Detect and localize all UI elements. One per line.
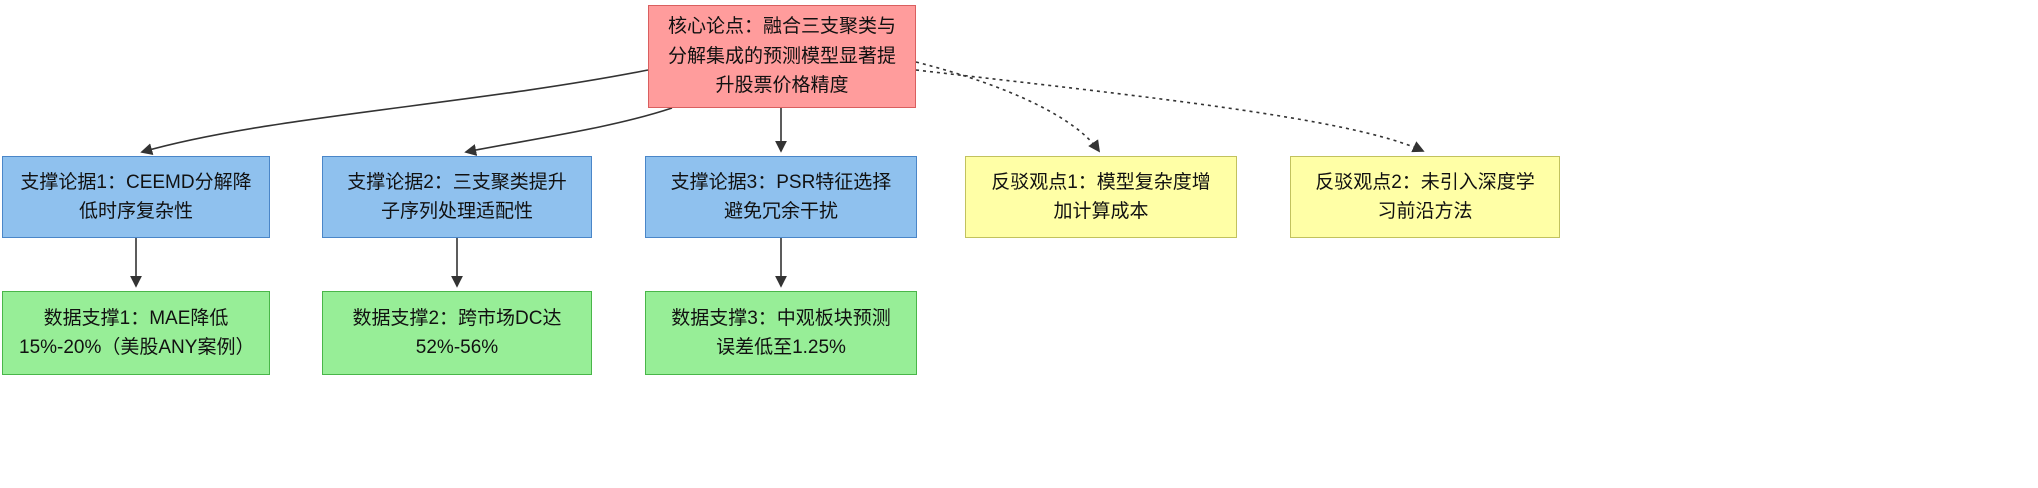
evidence-node-1: 数据支撑1：MAE降低15%-20%（美股ANY案例） [2, 291, 270, 375]
rebuttal-node-1: 反驳观点1：模型复杂度增加计算成本 [965, 156, 1237, 238]
evidence-label-1: 数据支撑1：MAE降低15%-20%（美股ANY案例） [19, 307, 255, 358]
rebuttal-label-1: 反驳观点1：模型复杂度增加计算成本 [991, 171, 1211, 222]
support-node-3: 支撑论据3：PSR特征选择避免冗余干扰 [645, 156, 917, 238]
edge-core-to-support-1 [140, 69, 649, 155]
evidence-node-3: 数据支撑3：中观板块预测误差低至1.25% [645, 291, 917, 375]
core-claim-label: 核心论点：融合三支聚类与分解集成的预测模型显著提升股票价格精度 [667, 16, 896, 97]
support-label-3: 支撑论据3：PSR特征选择避免冗余干扰 [670, 171, 892, 222]
rebuttal-label-2: 反驳观点2：未引入深度学习前沿方法 [1315, 171, 1535, 222]
support-node-2: 支撑论据2：三支聚类提升子序列处理适配性 [322, 156, 592, 238]
rebuttal-node-2: 反驳观点2：未引入深度学习前沿方法 [1290, 156, 1560, 238]
support-label-2: 支撑论据2：三支聚类提升子序列处理适配性 [347, 171, 567, 222]
edge-core-to-rebuttal-1 [915, 61, 1101, 153]
evidence-node-2: 数据支撑2：跨市场DC达52%-56% [322, 291, 592, 375]
evidence-label-2: 数据支撑2：跨市场DC达52%-56% [352, 307, 562, 358]
support-label-1: 支撑论据1：CEEMD分解降低时序复杂性 [20, 171, 252, 222]
support-node-1: 支撑论据1：CEEMD分解降低时序复杂性 [2, 156, 270, 238]
edge-core-to-support-2 [464, 107, 673, 156]
edge-core-to-rebuttal-2 [915, 69, 1425, 153]
core-claim-node: 核心论点：融合三支聚类与分解集成的预测模型显著提升股票价格精度 [648, 5, 916, 108]
evidence-label-3: 数据支撑3：中观板块预测误差低至1.25% [671, 307, 891, 358]
